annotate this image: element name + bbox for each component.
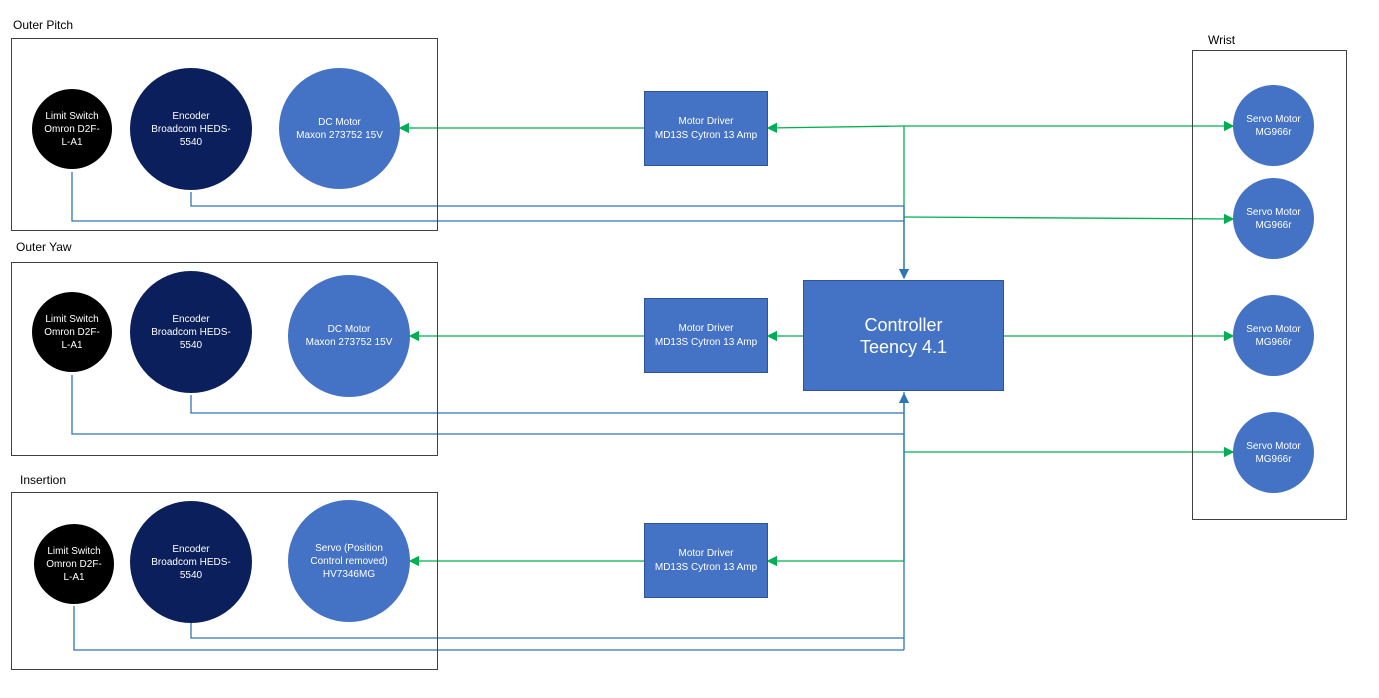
- outer-yaw-limit-switch-label: Limit Switch Omron D2F- L-A1: [44, 313, 100, 351]
- yaw-encoder-line: [190, 395, 904, 414]
- outer-yaw-dc-motor: DC Motor Maxon 273752 15V: [288, 275, 410, 397]
- insertion-servo: Servo (Position Control removed) HV7346M…: [288, 500, 410, 622]
- outer-pitch-encoder-label: Encoder Broadcom HEDS- 5540: [151, 110, 231, 148]
- insertion-motor-driver-label: Motor Driver MD13S Cytron 13 Amp: [654, 547, 758, 573]
- insertion-motor-driver: Motor Driver MD13S Cytron 13 Amp: [644, 523, 768, 598]
- outer-yaw-dc-motor-label: DC Motor Maxon 273752 15V: [305, 324, 393, 348]
- outer-yaw-encoder-label: Encoder Broadcom HEDS- 5540: [151, 313, 231, 351]
- outer-yaw-motor-driver: Motor Driver MD13S Cytron 13 Amp: [644, 298, 768, 373]
- insertion-switch-line: [73, 606, 904, 651]
- outer-pitch-encoder: Encoder Broadcom HEDS- 5540: [130, 68, 252, 190]
- wrist-group: [1192, 50, 1347, 520]
- outer-yaw-motor-driver-label: Motor Driver MD13S Cytron 13 Amp: [654, 322, 758, 348]
- wrist-servo-3-label: Servo Motor MG966r: [1246, 323, 1301, 348]
- outer-pitch-limit-switch: Limit Switch Omron D2F- L-A1: [32, 89, 112, 169]
- outer-pitch-motor-driver: Motor Driver MD13S Cytron 13 Amp: [644, 91, 768, 166]
- insertion-group: [11, 492, 438, 670]
- outer-pitch-dc-motor-label: DC Motor Maxon 273752 15V: [296, 116, 383, 141]
- wrist-servo-2-label: Servo Motor MG966r: [1246, 206, 1301, 231]
- outer-pitch-limit-switch-label: Limit Switch Omron D2F- L-A1: [44, 110, 100, 148]
- wrist-servo-1-label: Servo Motor MG966r: [1246, 113, 1301, 138]
- insertion-label: Insertion: [20, 473, 67, 487]
- wrist-servo-2: Servo Motor MG966r: [1233, 178, 1314, 259]
- outer-yaw-encoder: Encoder Broadcom HEDS- 5540: [130, 271, 252, 393]
- wrist-label: Wrist: [1208, 33, 1236, 47]
- feedback-lines: [71, 172, 910, 651]
- outer-pitch-label: Outer Pitch: [13, 18, 74, 32]
- wrist-servo-1: Servo Motor MG966r: [1233, 85, 1314, 166]
- wrist-servo-3: Servo Motor MG966r: [1233, 295, 1314, 376]
- insertion-servo-label: Servo (Position Control removed) HV7346M…: [310, 542, 388, 580]
- insertion-limit-switch-label: Limit Switch Omron D2F- L-A1: [46, 545, 102, 583]
- wrist-servo-4: Servo Motor MG966r: [1233, 412, 1314, 493]
- outer-pitch-motor-driver-label: Motor Driver MD13S Cytron 13 Amp: [654, 115, 758, 141]
- insertion-encoder: Encoder Broadcom HEDS- 5540: [130, 501, 252, 623]
- outer-pitch-dc-motor: DC Motor Maxon 273752 15V: [279, 68, 400, 189]
- outer-yaw-label: Outer Yaw: [16, 240, 72, 254]
- controller-teency: Controller Teency 4.1: [803, 280, 1004, 391]
- insertion-encoder-label: Encoder Broadcom HEDS- 5540: [151, 543, 231, 581]
- yaw-switch-line: [71, 375, 904, 435]
- servo-2-line: [903, 213, 1235, 225]
- outer-yaw-limit-switch: Limit Switch Omron D2F- L-A1: [32, 292, 112, 372]
- outer-yaw-group: [11, 262, 438, 456]
- insertion-limit-switch: Limit Switch Omron D2F- L-A1: [34, 524, 114, 604]
- controller-label: Controller Teency 4.1: [859, 314, 948, 357]
- bus-to-pitch-driver-line: [766, 122, 905, 134]
- control-lines: [398, 120, 1235, 567]
- wrist-servo-4-label: Servo Motor MG966r: [1246, 440, 1301, 465]
- insertion-encoder-line: [190, 622, 904, 639]
- pitch-switch-line: [71, 172, 904, 222]
- outer-pitch-group: [11, 38, 438, 231]
- pitch-encoder-line: [190, 192, 904, 207]
